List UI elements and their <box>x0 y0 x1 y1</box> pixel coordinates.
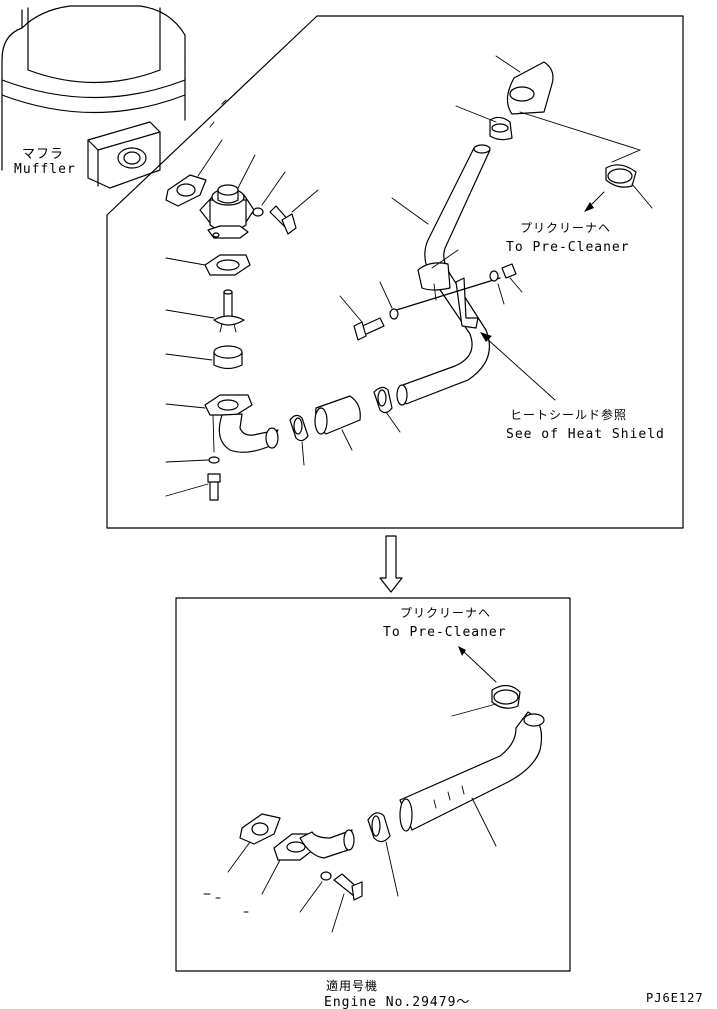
top-hose <box>455 55 641 151</box>
lower-bolt <box>299 871 363 933</box>
hose-clamp-left <box>289 414 309 466</box>
pre-cleaner-label-en-2: To Pre-Cleaner <box>383 625 507 640</box>
pre-cleaner-clamp <box>584 149 653 212</box>
intake-pipe <box>391 144 491 406</box>
sleeve <box>165 345 243 370</box>
serial-label-en: Engine No.29479～ <box>324 995 470 1009</box>
heat-shield-label-en: See of Heat Shield <box>506 427 665 442</box>
bolt-bottom <box>165 456 221 501</box>
upper-frame <box>106 15 684 529</box>
pre-cleaner-label-jp-2: プリクリーナヘ <box>400 606 491 620</box>
rubber-hose <box>314 395 361 451</box>
muffler <box>1 5 186 189</box>
lower-elbow-pipe <box>261 829 355 895</box>
gasket-middle <box>165 254 251 276</box>
muffler-label-jp: マフラ <box>22 147 64 162</box>
spark-arrester <box>165 289 245 333</box>
lower-intake-pipe <box>399 711 545 847</box>
exhaust-cap-assembly <box>199 154 256 239</box>
bolt-top <box>252 171 319 235</box>
pre-cleaner-label-en: To Pre-Cleaner <box>506 240 630 255</box>
elbow-pipe <box>165 394 279 453</box>
gasket-top <box>165 139 223 207</box>
lower-hose-clamp <box>367 812 399 897</box>
heat-shield-bracket <box>339 263 556 401</box>
lower-frame <box>175 597 571 972</box>
lower-pre-cleaner-clamp <box>451 646 521 717</box>
drawing-code: PJ6E127 <box>646 991 704 1005</box>
frame-tick <box>209 121 215 128</box>
muffler-label-en: Muffler <box>14 162 76 177</box>
frame-tick <box>221 99 227 105</box>
down-arrow-icon <box>379 535 403 593</box>
serial-label-jp: 適用号機 <box>326 978 378 993</box>
heat-shield-label-jp: ヒートシールド参照 <box>510 407 627 422</box>
pre-cleaner-label-jp: プリクリーナヘ <box>520 221 611 235</box>
lower-gasket <box>227 813 281 873</box>
hose-clamp-right <box>373 386 401 433</box>
